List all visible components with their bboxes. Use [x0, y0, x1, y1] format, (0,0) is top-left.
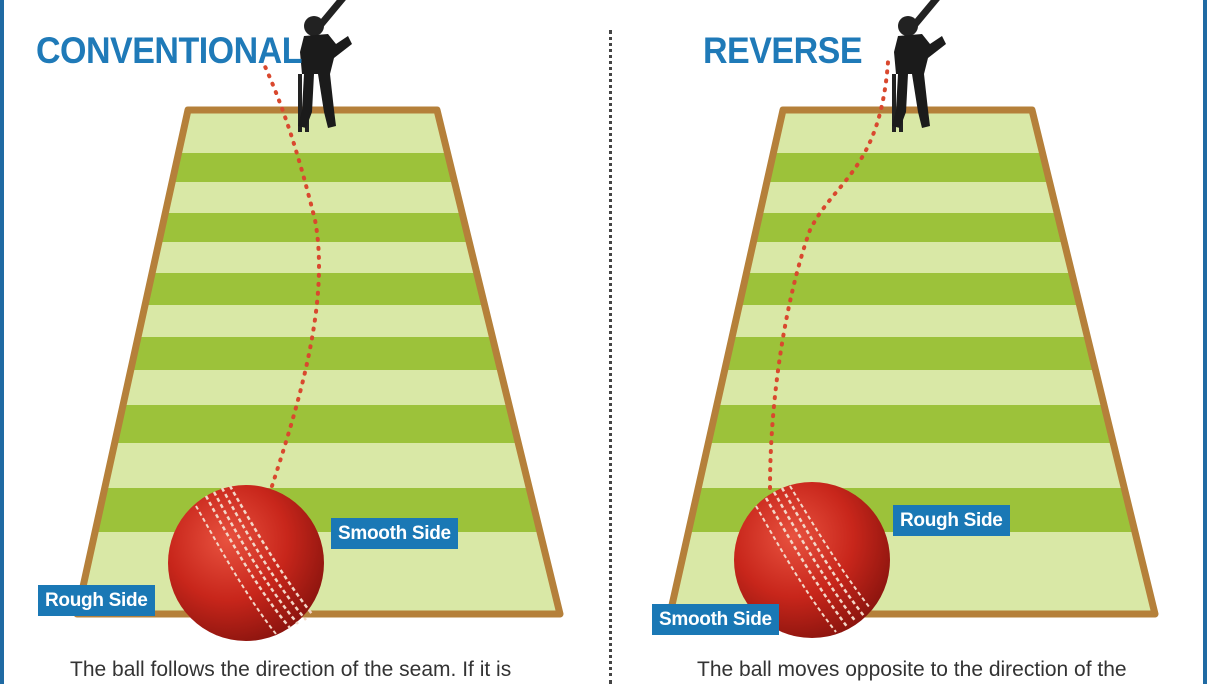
- tag-rough-side: Rough Side: [38, 585, 155, 616]
- tag-rough-side: Rough Side: [893, 505, 1010, 536]
- pitch-reverse: [650, 110, 1170, 614]
- tag-smooth-side: Smooth Side: [331, 518, 458, 549]
- cricket-ball-icon: [168, 485, 324, 641]
- caption-conventional: The ball follows the direction of the se…: [70, 658, 511, 682]
- tag-smooth-side: Smooth Side: [652, 604, 779, 635]
- panel-title-conventional: CONVENTIONAL: [36, 30, 302, 73]
- panel-title-reverse: REVERSE: [703, 30, 862, 73]
- caption-reverse: The ball moves opposite to the direction…: [697, 658, 1127, 682]
